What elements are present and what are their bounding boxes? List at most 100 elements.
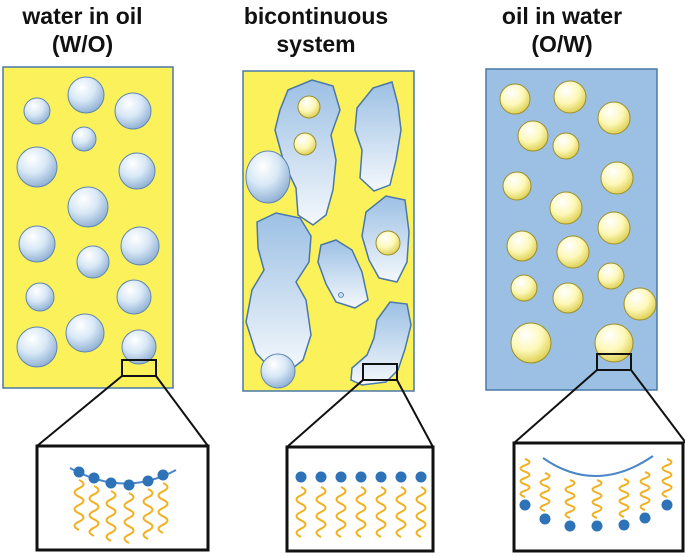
surfactant-tail (355, 486, 367, 538)
surfactant-tail (335, 486, 347, 538)
water-droplet (18, 225, 56, 263)
water-droplet (114, 92, 152, 130)
connector-wo-left (36, 375, 123, 447)
oil-droplet (552, 282, 584, 314)
surfactant-head (123, 479, 135, 491)
bicontinuous-droplets (245, 95, 401, 389)
surfactant-tail (395, 486, 407, 538)
surfactant-tail (73, 479, 85, 531)
inset-bicontinuous (285, 445, 435, 553)
surfactant-head (639, 512, 651, 524)
surfactant-tail (88, 485, 100, 537)
label-water-in-oil: water in oil (W/O) (0, 2, 165, 58)
oil-droplet (549, 191, 583, 225)
oil-droplet (517, 120, 549, 152)
oil-droplet (597, 211, 631, 245)
surfactant-head (157, 469, 169, 481)
surfactant-tail (157, 482, 169, 534)
oil-droplet (510, 274, 538, 302)
surfactant-head (88, 472, 100, 484)
surfactant-tail (618, 478, 630, 518)
surfactant-head (415, 471, 427, 483)
water-droplet (16, 326, 58, 368)
water-droplet (120, 226, 160, 266)
label-oil-in-water-line1: oil in water (501, 3, 623, 29)
water-channels (245, 79, 412, 386)
water-droplet (25, 282, 55, 312)
surfactant-tail (591, 479, 603, 519)
water-droplet (260, 353, 296, 389)
zoom-box-oil-in-water (596, 353, 632, 371)
surfactant-tail (661, 458, 673, 498)
connector-bi-right (396, 379, 434, 448)
surfactant-molecules (73, 458, 673, 544)
oil-droplet (552, 132, 580, 160)
surfactant-head (355, 471, 367, 483)
water-droplet (67, 186, 109, 228)
oil-droplet (597, 262, 625, 290)
surfactant-head (315, 471, 327, 483)
zoom-box-bicontinuous (362, 363, 398, 381)
surfactant-head (564, 520, 576, 532)
water-droplet (76, 245, 110, 279)
oil-droplets (499, 80, 657, 364)
surfactant-tail (105, 490, 117, 542)
oil-droplet (297, 95, 321, 119)
water-droplet (245, 150, 291, 204)
surfactant-head (73, 466, 85, 478)
surfactant-head (105, 477, 117, 489)
water-channel-4 (317, 239, 369, 309)
oil-droplet (293, 132, 317, 156)
oil-droplet (510, 322, 552, 364)
water-droplet (71, 126, 97, 152)
inset-water-in-oil (35, 444, 210, 552)
surfactant-head (539, 513, 551, 525)
label-bicontinuous-line2: system (276, 31, 356, 57)
water-channel-2 (354, 81, 402, 192)
connector-ow-right (630, 369, 685, 444)
surfactant-tail (564, 479, 576, 519)
water-droplets (16, 76, 160, 368)
zoom-connectors (36, 369, 685, 448)
oil-droplet (499, 83, 531, 115)
water-droplet (121, 329, 157, 365)
oil-droplet (556, 235, 590, 269)
surfactant-tail (639, 471, 651, 511)
surfactant-head (335, 471, 347, 483)
label-water-in-oil-line2: (W/O) (51, 31, 114, 57)
water-droplet (65, 313, 105, 353)
surfactant-tail (315, 486, 327, 538)
label-oil-in-water: oil in water (O/W) (482, 2, 642, 58)
inset-oil-in-water (512, 441, 685, 553)
label-bicontinuous: bicontinuous system (226, 2, 406, 58)
water-droplet (23, 97, 51, 125)
label-oil-in-water-line2: (O/W) (531, 31, 593, 57)
water-channel-3 (245, 212, 312, 373)
surfactant-head (375, 471, 387, 483)
surfactant-head (661, 499, 673, 511)
label-bicontinuous-line1: bicontinuous (243, 3, 389, 29)
oil-droplet (553, 80, 587, 114)
oil-droplet (600, 161, 634, 195)
connector-ow-left (513, 369, 598, 444)
surfactant-tail (415, 486, 427, 538)
surfactant-head (618, 519, 630, 531)
oil-droplet (506, 230, 538, 262)
surfactant-tail (539, 472, 551, 512)
surfactant-tail (123, 492, 135, 544)
connector-wo-right (155, 375, 209, 447)
surfactant-head (591, 520, 603, 532)
oil-droplet (623, 287, 657, 321)
surfactant-tail (142, 488, 154, 540)
surfactant-head (142, 475, 154, 487)
oil-droplet (594, 323, 634, 363)
interface-curve-oil-in-water (542, 455, 654, 477)
water-droplet (118, 152, 156, 190)
surfactant-head (395, 471, 407, 483)
oil-droplet (597, 101, 631, 135)
label-water-in-oil-line1: water in oil (22, 3, 143, 29)
water-droplet (67, 76, 105, 114)
surfactant-tail (295, 486, 307, 538)
water-droplet (116, 279, 152, 315)
